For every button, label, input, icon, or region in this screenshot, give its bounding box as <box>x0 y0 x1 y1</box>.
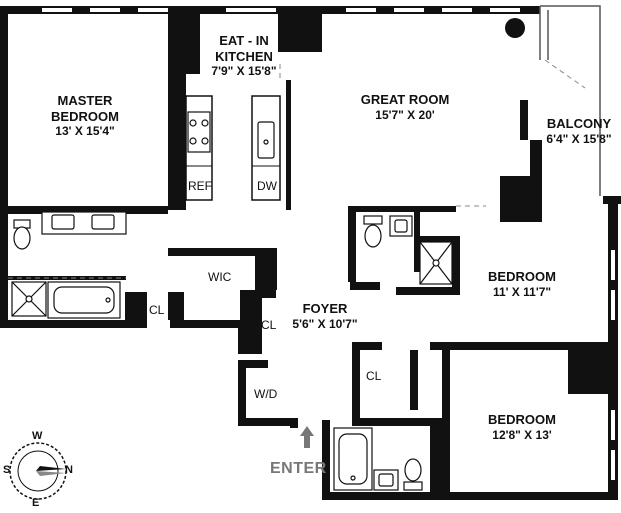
kitchen-name-line1: EAT - IN <box>219 33 269 48</box>
bath3-toilet-icon <box>403 458 423 491</box>
foyer-name: FOYER <box>302 301 348 316</box>
master-vanity <box>41 211 127 235</box>
compass-south: S <box>3 464 11 476</box>
balcony-dimensions: 6'4" X 15'8" <box>546 131 612 146</box>
foyer-dimensions: 5'6" X 10'7" <box>292 316 358 331</box>
bedroom-1-dimensions: 11' X 11'7" <box>492 284 552 299</box>
balcony-name: BALCONY <box>546 116 612 131</box>
ref-label: REF <box>188 179 212 193</box>
kitchen-dimensions: 7'9" X 15'8" <box>211 64 277 79</box>
stove-icon <box>187 111 211 153</box>
dw-label: DW <box>257 179 277 193</box>
closet-label-master: CL <box>149 303 165 317</box>
bedroom-2-dimensions: 12'8" X 13' <box>492 427 552 442</box>
closet-label-foyer: CL <box>261 318 277 332</box>
shower-icon <box>11 281 47 317</box>
master-bedroom-dimensions: 13' X 15'4" <box>55 124 115 139</box>
room-label-kitchen: EAT - IN KITCHEN 7'9" X 15'8" <box>198 33 290 79</box>
washer-dryer-label: W/D <box>254 387 278 401</box>
bath3-tub-icon <box>333 427 373 491</box>
wic-label: WIC <box>208 270 232 284</box>
bedroom-1-name: BEDROOM <box>488 269 556 284</box>
room-label-master-bedroom: MASTER BEDROOM 13' X 15'4" <box>30 93 140 139</box>
compass-north: N <box>65 464 73 476</box>
compass-west: W <box>32 430 43 442</box>
bathtub-icon <box>47 281 121 319</box>
great-room-dimensions: 15'7" X 20' <box>375 107 435 122</box>
room-label-bedroom-1: BEDROOM 11' X 11'7" <box>472 269 572 299</box>
balcony-outline <box>539 5 601 196</box>
room-label-foyer: FOYER 5'6" X 10'7" <box>280 301 370 331</box>
enter-arrow-icon <box>300 426 314 448</box>
great-room-name: GREAT ROOM <box>360 92 450 107</box>
bath3-sink-icon <box>373 469 399 491</box>
room-label-bedroom-2: BEDROOM 12'8" X 13' <box>472 412 572 442</box>
compass-icon <box>9 442 67 500</box>
room-label-balcony: BALCONY 6'4" X 15'8" <box>540 116 618 146</box>
side-windows <box>611 250 615 480</box>
enter-label: ENTER <box>270 460 327 477</box>
closet-label-hall: CL <box>366 369 382 383</box>
master-bedroom-name-line1: MASTER <box>57 93 113 108</box>
kitchen-name-line2: KITCHEN <box>215 48 273 64</box>
bath2-toilet-icon <box>363 215 383 248</box>
compass-east: E <box>32 497 40 509</box>
master-bedroom-name-line2: BEDROOM <box>51 108 119 124</box>
bedroom-2-name: BEDROOM <box>488 412 556 427</box>
toilet-icon <box>13 219 31 250</box>
bath2-shower-icon <box>419 241 453 285</box>
dashed-lines <box>8 59 586 279</box>
bath2-sink-icon <box>389 215 413 237</box>
sink-icon <box>257 121 275 159</box>
room-label-great-room: GREAT ROOM 15'7" X 20' <box>350 92 460 122</box>
column <box>505 18 525 38</box>
